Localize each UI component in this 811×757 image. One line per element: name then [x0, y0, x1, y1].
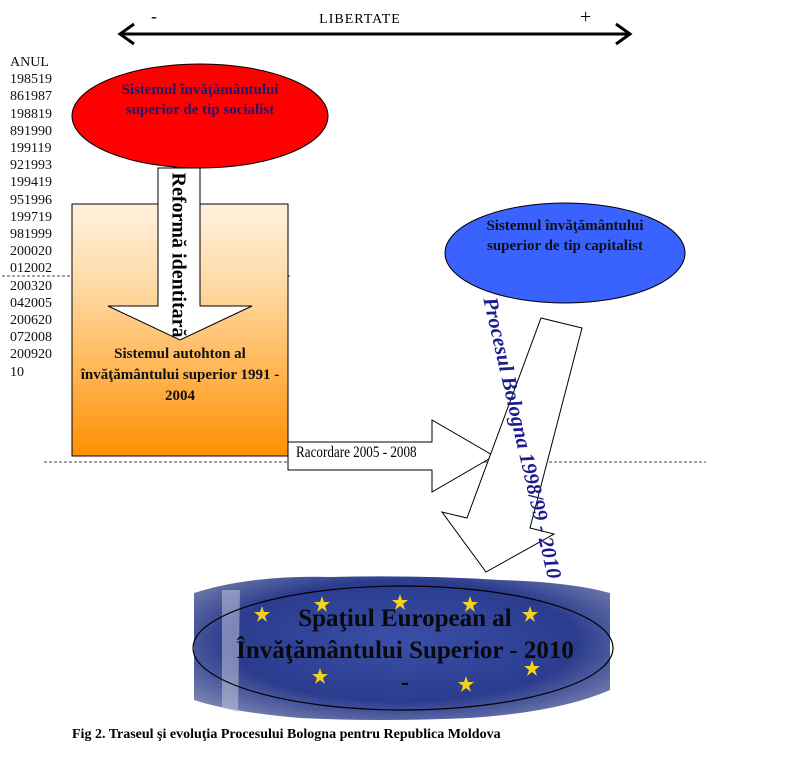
autohton-label: Sistemul autohton al învăţământului supe…	[80, 346, 280, 404]
year-label: 072008	[10, 330, 52, 346]
year-label: 198819	[10, 106, 52, 122]
year-label: 200620	[10, 313, 52, 329]
libertate-arrow	[117, 22, 633, 46]
year-label: ANUL	[10, 55, 49, 70]
reforma-label: Reformă identitară	[167, 172, 190, 338]
year-label: 951996	[10, 192, 52, 208]
year-label: 921993	[10, 158, 52, 174]
year-label: 199119	[10, 141, 52, 157]
socialist-label: Sistemul învăţământului superior de tip …	[121, 82, 279, 118]
year-label: 200020	[10, 244, 52, 260]
year-label: 891990	[10, 123, 52, 139]
libertate-label: LIBERTATE	[319, 12, 401, 27]
year-label: 042005	[10, 295, 52, 311]
year-label: 10	[10, 364, 24, 380]
year-label: 861987	[10, 89, 52, 105]
minus-sign: -	[151, 6, 157, 26]
racordare-arrow	[287, 419, 495, 493]
capitalist-ellipse	[444, 202, 686, 304]
bologna-arrow	[440, 317, 583, 573]
european-label: Spaţiul European al Învăţământului Super…	[236, 605, 574, 696]
year-label: 199419	[10, 175, 52, 191]
year-label: 199719	[10, 209, 52, 225]
years-column: ANUL 198519 861987 198819 891990 199119 …	[10, 54, 52, 381]
racordare-label: Racordare 2005 - 2008	[296, 444, 417, 461]
year-label: 012002	[10, 261, 52, 277]
year-label: 981999	[10, 227, 52, 243]
year-label: 200920	[10, 347, 52, 363]
socialist-ellipse	[71, 63, 329, 169]
year-label: 198519	[10, 72, 52, 88]
capitalist-label: Sistemul învăţământului superior de tip …	[486, 218, 644, 254]
reforma-arrow	[107, 167, 253, 341]
plus-sign: +	[580, 6, 592, 28]
figure-caption: Fig 2. Traseul şi evoluţia Procesului Bo…	[72, 727, 501, 742]
eu-stars	[254, 594, 540, 692]
european-ellipse	[192, 585, 614, 711]
year-label: 200320	[10, 278, 52, 294]
